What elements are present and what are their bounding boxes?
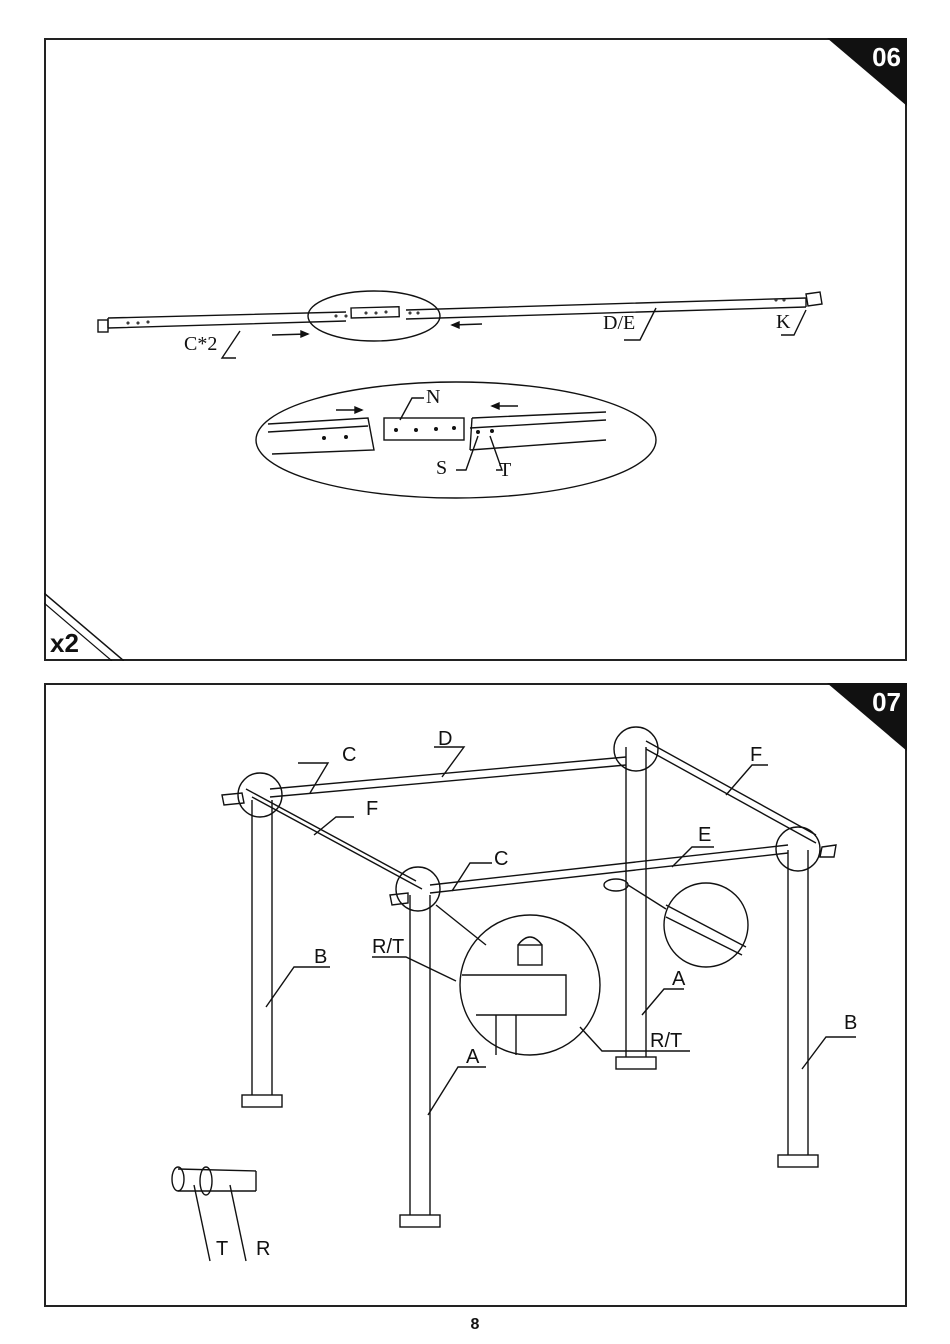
label-n: N bbox=[426, 387, 440, 407]
step-07-panel: C D F F C E B R/T A R/T A B T R 07 bbox=[44, 683, 907, 1307]
label-rt-lower: R/T bbox=[650, 1031, 682, 1051]
label-k: K bbox=[776, 312, 790, 332]
label-t-bolt: T bbox=[216, 1239, 228, 1259]
quantity-badge: x2 bbox=[44, 593, 124, 661]
label-rt-upper: R/T bbox=[372, 937, 404, 957]
label-s: S bbox=[436, 458, 447, 478]
step-07-illustration bbox=[46, 685, 909, 1309]
label-e: E bbox=[698, 825, 711, 845]
label-c-left: C bbox=[342, 745, 356, 765]
label-t: T bbox=[499, 460, 511, 480]
label-f-left: F bbox=[366, 799, 378, 819]
label-de: D/E bbox=[603, 313, 635, 333]
step-06-illustration bbox=[46, 40, 909, 663]
label-a-front: A bbox=[466, 1047, 479, 1067]
label-b-right: B bbox=[844, 1013, 857, 1033]
quantity-text: x2 bbox=[50, 628, 79, 659]
label-f-right: F bbox=[750, 745, 762, 765]
label-r-bolt: R bbox=[256, 1239, 270, 1259]
step-06-panel: C*2 D/E K N S T 06 x2 bbox=[44, 38, 907, 661]
page-number: 8 bbox=[0, 1316, 950, 1334]
label-b-left: B bbox=[314, 947, 327, 967]
label-a-back: A bbox=[672, 969, 685, 989]
label-c2: C*2 bbox=[184, 334, 217, 354]
step-number: 07 bbox=[872, 687, 901, 718]
step-number: 06 bbox=[872, 42, 901, 73]
label-d: D bbox=[438, 729, 452, 749]
label-c-front: C bbox=[494, 849, 508, 869]
